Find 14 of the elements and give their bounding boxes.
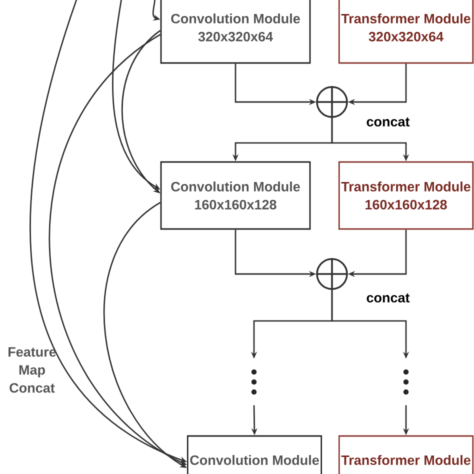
ellipsis-dots: [251, 369, 257, 395]
transformer-module-box: Transformer Module: [338, 435, 474, 474]
convolution-module-box: Convolution Module 320x320x64: [160, 0, 311, 64]
convolution-module-box: Convolution Module: [186, 435, 322, 474]
transformer-module-box: Transformer Module 160x160x128: [338, 161, 474, 230]
operation-label: concat: [366, 118, 410, 126]
transformer-module-box: Transformer Module 320x320x64: [338, 0, 474, 64]
convolution-module-box: Convolution Module 160x160x128: [160, 161, 311, 230]
operation-label: concat: [366, 294, 410, 302]
skip-connection-arrow: [121, 30, 161, 194]
concat-operator-symbol: [315, 85, 349, 119]
ellipsis-dots: [403, 369, 409, 395]
concat-operator-symbol: [315, 257, 349, 291]
annotation-label: Feature Map Concat: [8, 347, 56, 393]
